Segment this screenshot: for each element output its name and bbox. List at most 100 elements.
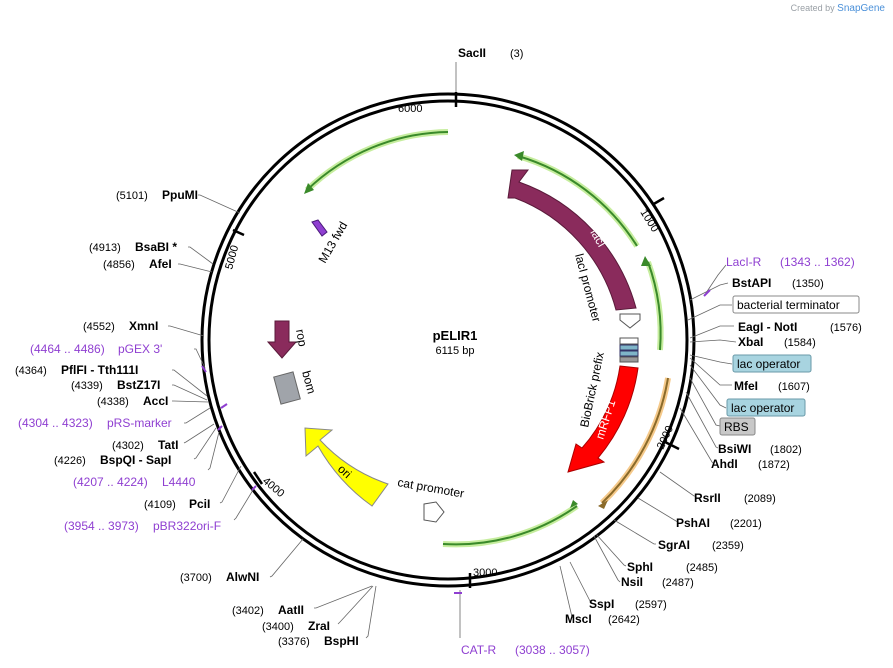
eagi-noti-pos: (1576) — [830, 322, 862, 334]
pbr322ori-f-name: pBR322ori-F — [153, 519, 221, 533]
ppumi-pos: (5101) — [116, 190, 148, 202]
backbone-outer — [200, 92, 696, 588]
ori-feature[interactable] — [304, 427, 389, 507]
tati-pos: (4302) — [112, 440, 144, 452]
laci-r-name: LacI-R — [726, 255, 762, 269]
cat-r-pos: (3038 .. 3057) — [515, 643, 590, 657]
bsabi-name: BsaBI * — [135, 240, 177, 254]
watermark-prefix: Created by — [790, 3, 835, 13]
primer-markers — [201, 289, 711, 594]
pflfi-tth111i-pos: (4364) — [15, 365, 47, 377]
backbone-inner — [207, 99, 689, 581]
snapgene-logo: SnapGene — [837, 3, 885, 14]
bsphi-name: BspHI — [324, 634, 359, 648]
alwni-pos: (3700) — [180, 572, 212, 584]
sphi-name: SphI — [627, 560, 653, 574]
xbai-name: XbaI — [738, 335, 763, 349]
plasmid-length: 6115 bp — [436, 345, 475, 357]
sspi-name: SspI — [589, 597, 614, 611]
rbs-box — [719, 417, 756, 436]
mrfp1-direction-arc — [601, 377, 669, 504]
tick-label-6000: 6000 — [398, 103, 422, 115]
plasmid-name: pELIR1 — [433, 328, 478, 343]
mrfp1-feature[interactable] — [567, 365, 639, 473]
tick-mark-4000 — [252, 471, 264, 485]
bacterial-terminator-label: bacterial terminator — [737, 298, 840, 312]
eagi-noti-name: EagI - NotI — [738, 320, 797, 334]
cat-r-name: CAT-R — [461, 643, 496, 657]
l4440-pos: (4207 .. 4224) — [73, 475, 148, 489]
xmni-pos: (4552) — [83, 321, 115, 333]
zrai-pos: (3400) — [262, 621, 294, 633]
bstz17i-name: BstZ17I — [117, 378, 160, 392]
pshai-pos: (2201) — [730, 518, 762, 530]
bom-label: bom — [299, 369, 319, 395]
bsabi-pos: (4913) — [89, 242, 121, 254]
acci-name: AccI — [143, 394, 168, 408]
rsrii-pos: (2089) — [744, 493, 776, 505]
xmni-name: XmnI — [129, 319, 158, 333]
nsii-pos: (2487) — [662, 577, 694, 589]
laci-promoter-icon — [619, 313, 641, 329]
bstz17i-pos: (4339) — [71, 380, 103, 392]
site-connectors — [168, 62, 737, 639]
prs-marker-name: pRS-marker — [107, 416, 172, 430]
tick-label-3000: 3000 — [473, 567, 497, 579]
bsphi-pos: (3376) — [278, 636, 310, 648]
pgex3-name: pGEX 3' — [118, 342, 162, 356]
tick-mark-5000 — [232, 228, 245, 237]
mfei-name: MfeI — [734, 379, 758, 393]
rop-label: rop — [293, 328, 310, 348]
lac-operator-block — [619, 350, 639, 357]
laci-feature[interactable] — [507, 169, 637, 311]
bom-feature[interactable] — [273, 371, 301, 405]
arrowhead-icon — [598, 500, 608, 509]
bsiwi-pos: (1802) — [770, 444, 802, 456]
ppumi-name: PpuMI — [162, 188, 198, 202]
rop-feature[interactable] — [266, 320, 298, 359]
alwni-name: AlwNI — [226, 570, 259, 584]
sgrai-pos: (2359) — [712, 540, 744, 552]
pgex3-pos: (4464 .. 4486) — [30, 342, 105, 356]
aatii-pos: (3402) — [232, 605, 264, 617]
nsii-name: NsiI — [621, 575, 643, 589]
arrowhead-icon — [514, 151, 524, 161]
lac-operator-block — [619, 344, 639, 351]
rbs-label: RBS — [724, 420, 749, 434]
bspqi-sapi-name: BspQI - SapI — [100, 453, 171, 467]
m13-fwd-feature[interactable] — [311, 219, 328, 237]
arrowhead-icon — [641, 256, 651, 266]
laci-r-pos: (1343 .. 1362) — [780, 255, 855, 269]
arrowhead-icon — [304, 183, 314, 194]
pcii-name: PciI — [189, 497, 210, 511]
mfei-pos: (1607) — [778, 381, 810, 393]
lac-operator-label: lac operator — [737, 357, 800, 371]
lac-operator-box — [732, 354, 812, 373]
tick-label-4000: 4000 — [260, 475, 286, 500]
bacterial-terminator-box — [732, 295, 860, 314]
cat-promoter-label: cat promoter — [396, 475, 465, 500]
sgrai-name: SgrAI — [658, 538, 690, 552]
xbai-pos: (1584) — [784, 337, 816, 349]
tick-mark-1000 — [651, 196, 665, 207]
l4440-name: L4440 — [162, 475, 196, 489]
msci-name: MscI — [565, 612, 592, 626]
bsiwi-name: BsiWI — [718, 442, 751, 456]
cat-promoter-icon — [423, 501, 445, 523]
bstapi-pos: (1350) — [792, 278, 824, 290]
pflfi-tth111i-name: PflFI - Tth111I — [61, 363, 138, 377]
sspi-pos: (2597) — [635, 599, 667, 611]
bstapi-name: BstAPI — [732, 276, 771, 290]
lac-operator-label-2: lac operator — [731, 401, 794, 415]
lac-operator-box — [726, 398, 806, 417]
acci-pos: (4338) — [97, 396, 129, 408]
afei-name: AfeI — [149, 257, 172, 271]
sacii-name: SacII — [458, 46, 486, 60]
sacii-pos: (3) — [510, 48, 523, 60]
rsrii-name: RsrII — [694, 491, 721, 505]
pshai-name: PshAI — [676, 516, 710, 530]
pcii-pos: (4109) — [144, 499, 176, 511]
bspqi-sapi-pos: (4226) — [54, 455, 86, 467]
tati-name: TatI — [158, 438, 178, 452]
ahdi-pos: (1872) — [758, 459, 790, 471]
